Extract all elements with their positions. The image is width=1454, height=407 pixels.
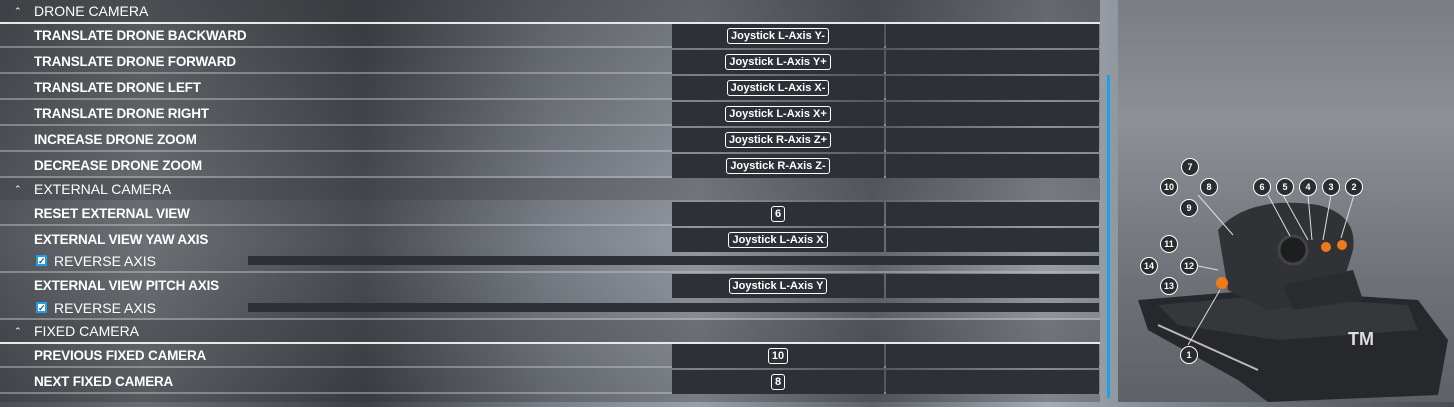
- checkbox-checked-icon[interactable]: ✓: [36, 255, 47, 266]
- action-label: TRANSLATE DRONE BACKWARD: [34, 28, 247, 43]
- secondary-binding[interactable]: [886, 76, 1099, 100]
- collapse-caret-icon: ⌃: [14, 6, 22, 16]
- primary-binding[interactable]: 6: [672, 202, 884, 226]
- binding-row[interactable]: PREVIOUS FIXED CAMERA 10: [0, 344, 1100, 368]
- primary-binding[interactable]: Joystick L-Axis X: [672, 228, 884, 252]
- callout-number: 7: [1181, 158, 1199, 176]
- section-external-camera[interactable]: ⌃ EXTERNAL CAMERA: [0, 178, 1100, 200]
- secondary-binding[interactable]: [886, 370, 1099, 394]
- axis-bar: [248, 303, 1099, 312]
- binding-row[interactable]: DECREASE DRONE ZOOM Joystick R-Axis Z-: [0, 154, 1100, 178]
- callout-number: 9: [1180, 199, 1198, 217]
- section-title: DRONE CAMERA: [34, 3, 149, 19]
- binding-row[interactable]: TRANSLATE DRONE BACKWARD Joystick L-Axis …: [0, 24, 1100, 48]
- action-label: NEXT FIXED CAMERA: [34, 374, 174, 389]
- collapse-caret-icon: ⌃: [14, 326, 22, 336]
- scrollbar[interactable]: [1107, 75, 1110, 398]
- key-badge: Joystick R-Axis Z-: [726, 158, 830, 174]
- action-label: TRANSLATE DRONE FORWARD: [34, 54, 236, 69]
- primary-binding[interactable]: Joystick L-Axis Y-: [672, 24, 884, 48]
- key-badge: Joystick L-Axis Y+: [725, 54, 831, 70]
- key-badge: 6: [770, 206, 786, 222]
- throttle-device-image: TM: [1138, 194, 1448, 402]
- binding-row[interactable]: RESET EXTERNAL VIEW 6: [0, 202, 1100, 226]
- callout-number: 10: [1160, 178, 1178, 196]
- action-label: PREVIOUS FIXED CAMERA: [34, 348, 207, 363]
- secondary-binding[interactable]: [886, 274, 1099, 298]
- section-title: FIXED CAMERA: [34, 323, 140, 339]
- callout-number: 14: [1140, 257, 1158, 275]
- key-badge: 10: [767, 348, 789, 364]
- key-badge: Joystick L-Axis X-: [726, 80, 830, 96]
- action-label: RESET EXTERNAL VIEW: [34, 206, 190, 221]
- action-label: INCREASE DRONE ZOOM: [34, 132, 197, 147]
- reverse-axis-label: REVERSE AXIS: [54, 253, 156, 269]
- binding-row[interactable]: INCREASE DRONE ZOOM Joystick R-Axis Z+: [0, 128, 1100, 152]
- callout-number: 6: [1253, 178, 1271, 196]
- secondary-binding[interactable]: [886, 128, 1099, 152]
- svg-text:TM: TM: [1348, 329, 1374, 349]
- callout-number: 11: [1160, 235, 1178, 253]
- primary-binding[interactable]: 8: [672, 370, 884, 394]
- binding-row[interactable]: TRANSLATE DRONE RIGHT Joystick L-Axis X+: [0, 102, 1100, 126]
- divider: [0, 22, 1100, 24]
- callout-number: 3: [1322, 178, 1340, 196]
- key-badge: Joystick R-Axis Z+: [724, 132, 832, 148]
- primary-binding[interactable]: 10: [672, 344, 884, 368]
- key-badge: Joystick L-Axis Y-: [727, 28, 829, 44]
- binding-row[interactable]: NEXT FIXED CAMERA 8: [0, 370, 1100, 394]
- primary-binding[interactable]: Joystick L-Axis X-: [672, 76, 884, 100]
- action-label: DECREASE DRONE ZOOM: [34, 158, 202, 173]
- reverse-axis-option[interactable]: ✓ REVERSE AXIS: [0, 298, 1100, 320]
- callout-number: 13: [1160, 277, 1178, 295]
- secondary-binding[interactable]: [886, 24, 1099, 48]
- secondary-binding[interactable]: [886, 102, 1099, 126]
- callout-number: 1: [1180, 346, 1198, 364]
- section-drone-camera[interactable]: ⌃ DRONE CAMERA: [0, 0, 1100, 22]
- secondary-binding[interactable]: [886, 344, 1099, 368]
- primary-binding[interactable]: Joystick L-Axis Y+: [672, 50, 884, 74]
- binding-row[interactable]: TRANSLATE DRONE LEFT Joystick L-Axis X-: [0, 76, 1100, 100]
- binding-row[interactable]: EXTERNAL VIEW PITCH AXIS Joystick L-Axis …: [0, 274, 1100, 298]
- secondary-binding[interactable]: [886, 50, 1099, 74]
- action-label: EXTERNAL VIEW YAW AXIS: [34, 232, 209, 247]
- action-label: TRANSLATE DRONE RIGHT: [34, 106, 209, 121]
- callout-number: 4: [1299, 178, 1317, 196]
- callout-number: 5: [1276, 178, 1294, 196]
- secondary-binding[interactable]: [886, 228, 1099, 252]
- key-badge: Joystick L-Axis Y: [728, 278, 828, 294]
- key-badge: Joystick L-Axis X: [728, 232, 828, 248]
- action-label: TRANSLATE DRONE LEFT: [34, 80, 201, 95]
- primary-binding[interactable]: Joystick R-Axis Z+: [672, 128, 884, 152]
- divider: [0, 342, 1100, 344]
- secondary-binding[interactable]: [886, 202, 1099, 226]
- secondary-binding[interactable]: [886, 154, 1099, 178]
- key-badge: 8: [770, 374, 786, 390]
- section-title: EXTERNAL CAMERA: [34, 181, 172, 197]
- axis-bar: [248, 256, 1099, 265]
- action-label: EXTERNAL VIEW PITCH AXIS: [34, 278, 219, 293]
- key-badge: Joystick L-Axis X+: [725, 106, 831, 122]
- section-fixed-camera[interactable]: ⌃ FIXED CAMERA: [0, 320, 1100, 342]
- callout-number: 8: [1200, 178, 1218, 196]
- callout-number: 12: [1180, 257, 1198, 275]
- primary-binding[interactable]: Joystick L-Axis X+: [672, 102, 884, 126]
- binding-row[interactable]: TRANSLATE DRONE FORWARD Joystick L-Axis Y…: [0, 50, 1100, 74]
- primary-binding[interactable]: Joystick R-Axis Z-: [672, 154, 884, 178]
- reverse-axis-option[interactable]: ✓ REVERSE AXIS: [0, 251, 1100, 273]
- callout-number: 2: [1345, 178, 1363, 196]
- primary-binding[interactable]: Joystick L-Axis Y: [672, 274, 884, 298]
- collapse-caret-icon: ⌃: [14, 184, 22, 194]
- binding-row[interactable]: EXTERNAL VIEW YAW AXIS Joystick L-Axis X: [0, 228, 1100, 252]
- reverse-axis-label: REVERSE AXIS: [54, 300, 156, 316]
- checkbox-checked-icon[interactable]: ✓: [36, 302, 47, 313]
